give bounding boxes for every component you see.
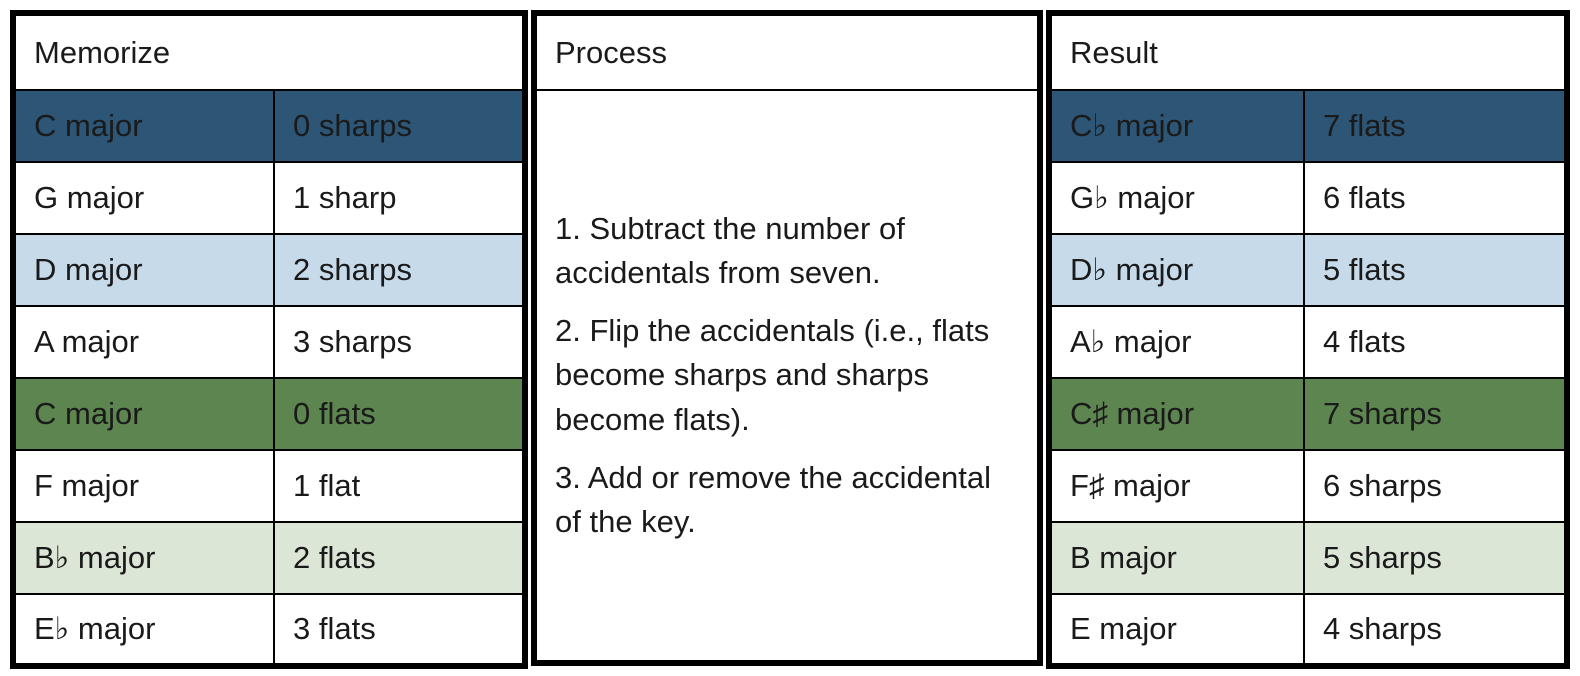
result-accidentals-cell: 4 sharps [1302,593,1567,666]
process-table-body: Process 1. Subtract the number of accide… [534,13,1040,663]
result-header-row: Result [1049,13,1567,91]
memorize-key-cell: F major [13,449,276,523]
memorize-accidentals-cell: 1 flat [273,449,525,523]
memorize-key-cell: D major [13,233,276,307]
result-accidentals-cell: 5 flats [1302,233,1567,307]
process-body-row: 1. Subtract the number of accidentals fr… [534,89,1040,663]
memorize-accidentals-cell: 3 flats [273,593,525,666]
memorize-header-label: Memorize [13,13,525,91]
result-key-cell: F♯ major [1049,449,1305,523]
result-key-cell: A♭ major [1049,305,1305,379]
result-key-cell: C♯ major [1049,377,1305,451]
result-accidentals-cell: 5 sharps [1302,521,1567,595]
memorize-accidentals-cell: 0 sharps [273,89,525,163]
result-accidentals-cell: 7 sharps [1302,377,1567,451]
memorize-accidentals-cell: 2 sharps [273,233,525,307]
result-key-cell: B major [1049,521,1305,595]
memorize-key-cell: A major [13,305,276,379]
process-header-row: Process [534,13,1040,91]
memorize-accidentals-cell: 0 flats [273,377,525,451]
memorize-accidentals-cell: 2 flats [273,521,525,595]
memorize-key-cell: E♭ major [13,593,276,666]
process-steps-list: 1. Subtract the number of accidentals fr… [555,207,1015,543]
result-accidentals-cell: 4 flats [1302,305,1567,379]
result-key-cell: D♭ major [1049,233,1305,307]
result-accidentals-cell: 6 sharps [1302,449,1567,523]
process-step: 1. Subtract the number of accidentals fr… [555,211,905,291]
result-accidentals-cell: 6 flats [1302,161,1567,235]
memorize-accidentals-cell: 3 sharps [273,305,525,379]
memorize-key-cell: C major [13,89,276,163]
result-key-cell: G♭ major [1049,161,1305,235]
process-step: 3. Add or remove the accidental of the k… [555,459,991,539]
process-header-label: Process [534,13,1040,91]
memorize-accidentals-cell: 1 sharp [273,161,525,235]
memorize-key-cell: G major [13,161,276,235]
result-key-cell: E major [1049,593,1305,666]
process-step: 2. Flip the accidentals (i.e., flats bec… [555,313,990,437]
result-header-label: Result [1049,13,1567,91]
memorize-key-cell: B♭ major [13,521,276,595]
process-instructions-cell: 1. Subtract the number of accidentals fr… [534,89,1040,663]
memorize-header-row: Memorize [13,13,525,91]
process-table: Process 1. Subtract the number of accide… [531,10,1043,666]
result-key-cell: C♭ major [1049,89,1305,163]
memorize-key-cell: C major [13,377,276,451]
result-accidentals-cell: 7 flats [1302,89,1567,163]
